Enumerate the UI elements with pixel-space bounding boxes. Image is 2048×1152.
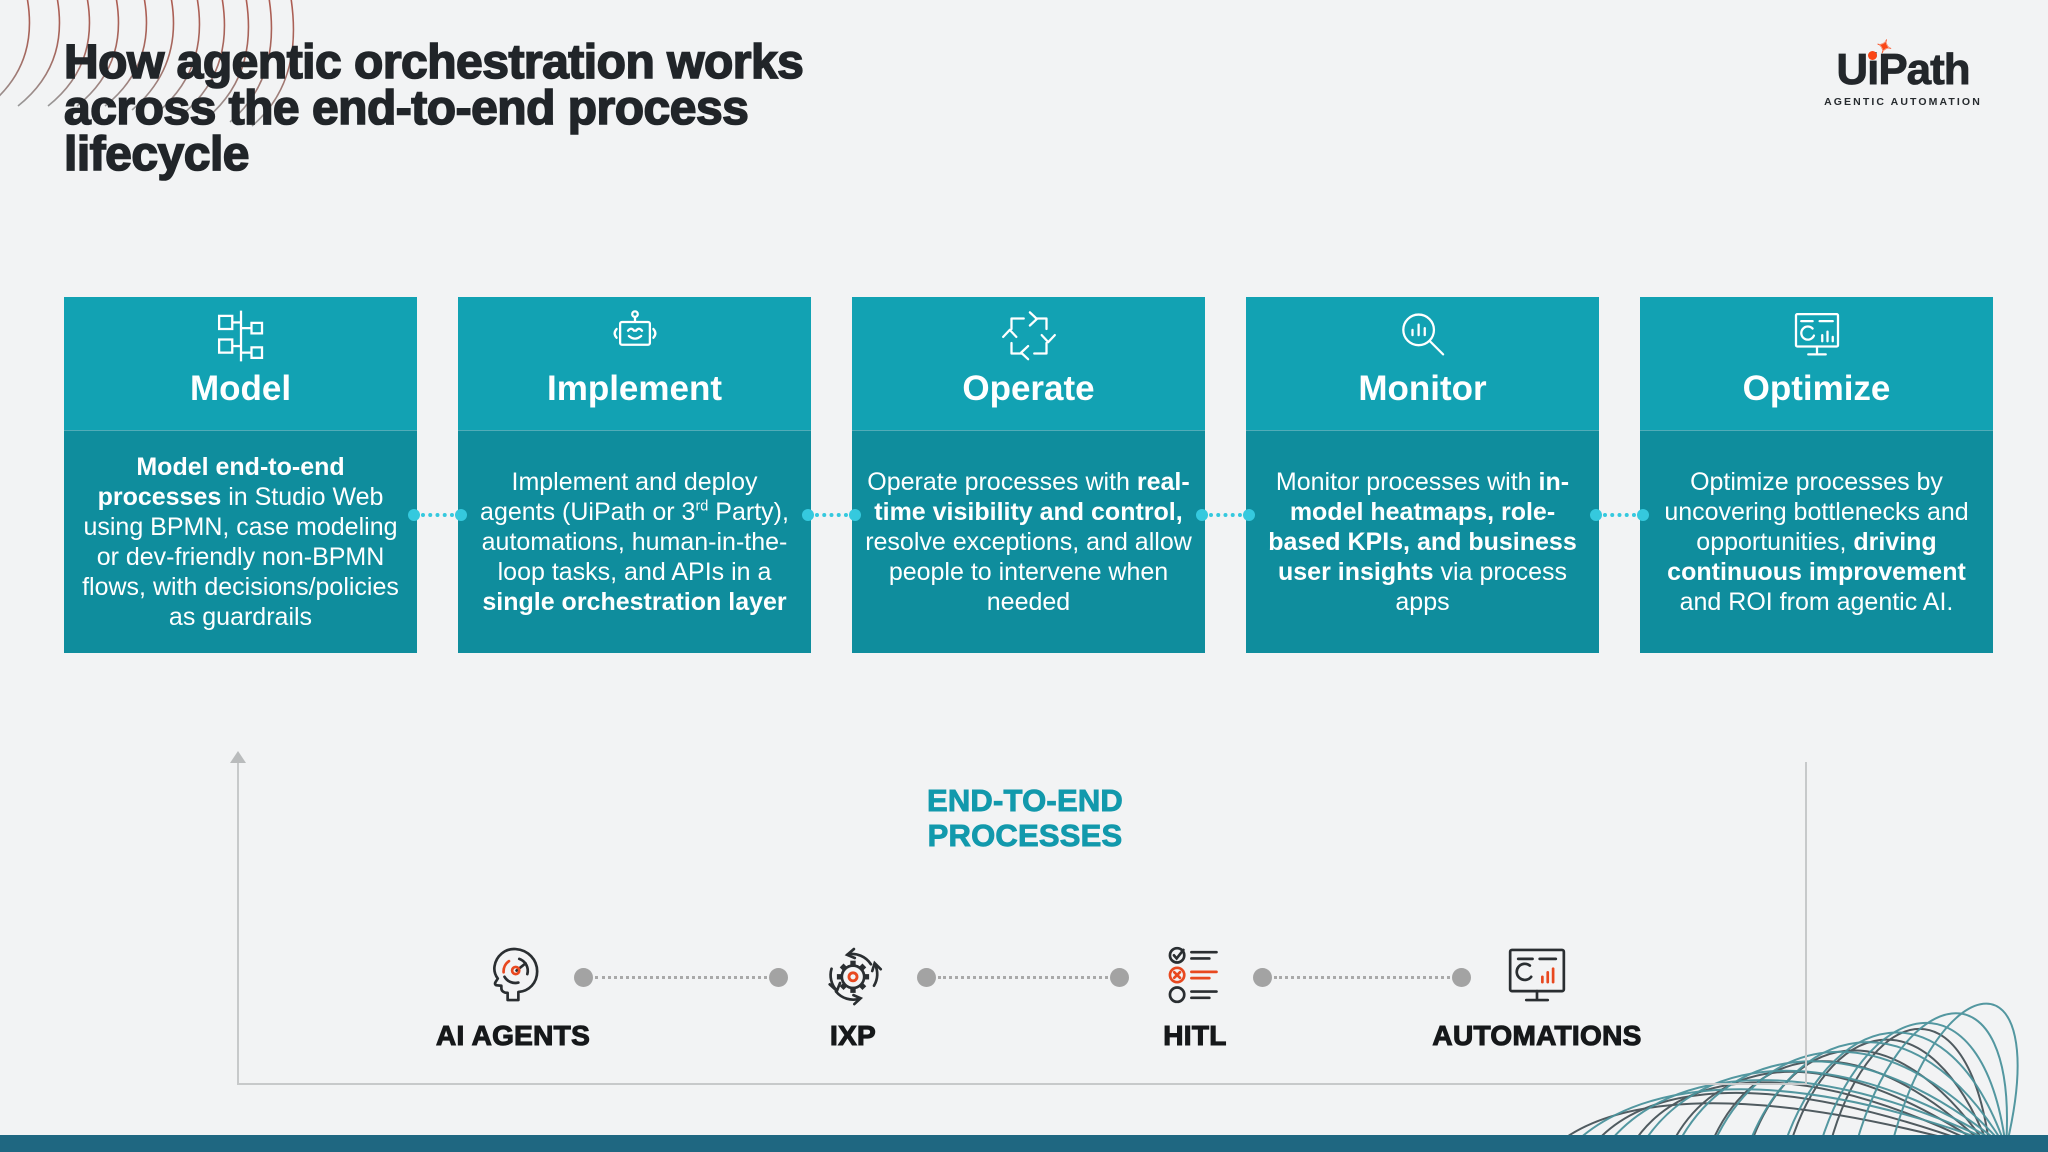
timeline-dot xyxy=(574,967,593,987)
card-header: Operate xyxy=(852,297,1205,430)
lifecycle-card: Monitor Monitor processes with in-model … xyxy=(1246,297,1599,653)
implement-icon xyxy=(607,308,663,364)
logo-letter-u: U xyxy=(1836,45,1869,94)
ai-agents-icon xyxy=(479,941,547,1009)
card-description: Operate processes with real-time visibil… xyxy=(865,468,1192,616)
lifecycle-card: Implement Implement and deploy agents (U… xyxy=(458,297,811,653)
timeline-dot xyxy=(1253,967,1272,987)
connector-dot xyxy=(802,509,814,521)
timeline-dotted-line xyxy=(938,975,1108,979)
lifecycle-card: Optimize Optimize processes by uncoverin… xyxy=(1640,297,1993,653)
card-title: Optimize xyxy=(1742,369,1891,408)
connector-dot xyxy=(1637,509,1649,521)
uipath-logo: Ui✦Path AGENTIC AUTOMATION xyxy=(1818,35,1988,108)
card-description: Implement and deploy agents (UiPath or 3… xyxy=(480,468,789,616)
card-header: Monitor xyxy=(1246,297,1599,430)
lifecycle-card: Operate Operate processes with real-time… xyxy=(852,297,1205,653)
end-to-end-heading: END-TO-END PROCESSES xyxy=(926,783,1124,854)
uipath-wordmark: Ui✦Path xyxy=(1836,35,1971,94)
card-title: Monitor xyxy=(1358,369,1487,408)
timeline-dot xyxy=(1452,967,1471,987)
lifecycle-cards: Model Model end-to-end processes in Stud… xyxy=(64,297,1993,653)
card-title: Operate xyxy=(962,369,1095,408)
axis-frame xyxy=(230,751,1807,1085)
card-body: Model end-to-end processes in Studio Web… xyxy=(64,430,417,653)
timeline-connector xyxy=(574,966,788,988)
timeline-item: HITL xyxy=(1065,941,1325,1052)
card-connector xyxy=(1196,505,1255,525)
card-connector xyxy=(408,505,467,525)
connector-dotted-line xyxy=(815,513,848,517)
page-title: How agentic orchestration works across t… xyxy=(63,36,804,181)
corner-fan-decoration xyxy=(1547,1002,2019,1152)
logo-tagline: AGENTIC AUTOMATION xyxy=(1824,96,1982,108)
card-body: Monitor processes with in-model heatmaps… xyxy=(1246,430,1599,653)
card-description: Monitor processes with in-model heatmaps… xyxy=(1268,468,1577,616)
logo-letters-path: Path xyxy=(1878,45,1971,94)
timeline-dotted-line xyxy=(595,975,767,979)
timeline-item: AI AGENTS xyxy=(383,941,643,1052)
card-body: Operate processes with real-time visibil… xyxy=(852,430,1205,653)
timeline-dotted-line xyxy=(1274,975,1450,979)
operate-icon xyxy=(1001,308,1057,364)
card-header: Optimize xyxy=(1640,297,1993,430)
card-connector xyxy=(1590,505,1649,525)
connector-dotted-line xyxy=(1209,513,1242,517)
logo-letter-i: i✦ xyxy=(1867,35,1894,94)
timeline-item: IXP xyxy=(723,941,983,1052)
card-body: Optimize processes by uncovering bottlen… xyxy=(1640,430,1993,653)
lifecycle-card: Model Model end-to-end processes in Stud… xyxy=(64,297,417,653)
connector-dot xyxy=(408,509,420,521)
connector-dotted-line xyxy=(421,513,454,517)
timeline-connector xyxy=(917,966,1129,988)
card-description: Optimize processes by uncovering bottlen… xyxy=(1664,468,1969,616)
timeline-dot xyxy=(1110,967,1129,987)
timeline-dot xyxy=(917,967,936,987)
timeline-connector xyxy=(1253,966,1471,988)
connector-dot xyxy=(849,509,861,521)
connector-dot xyxy=(1243,509,1255,521)
card-header: Model xyxy=(64,297,417,430)
timeline-label: IXP xyxy=(829,1019,877,1051)
card-body: Implement and deploy agents (UiPath or 3… xyxy=(458,430,811,653)
timeline-dot xyxy=(769,967,788,987)
card-title: Implement xyxy=(546,369,723,408)
connector-dot xyxy=(1196,509,1208,521)
timeline-label: AUTOMATIONS xyxy=(1432,1019,1642,1051)
card-connector xyxy=(802,505,861,525)
connector-dotted-line xyxy=(1603,513,1636,517)
card-header: Implement xyxy=(458,297,811,430)
connector-dot xyxy=(455,509,467,521)
model-icon xyxy=(213,308,269,364)
monitor-icon xyxy=(1395,308,1451,364)
connector-dot xyxy=(1590,509,1602,521)
corner-arcs-decoration xyxy=(0,0,295,127)
automations-icon xyxy=(1503,941,1571,1009)
timeline-label: HITL xyxy=(1163,1019,1227,1051)
timeline-item: AUTOMATIONS xyxy=(1407,941,1667,1052)
optimize-icon xyxy=(1789,308,1845,364)
hitl-icon xyxy=(1161,941,1229,1009)
card-description: Model end-to-end processes in Studio Web… xyxy=(82,453,399,631)
footer-bar xyxy=(0,1135,2048,1152)
card-title: Model xyxy=(189,369,292,408)
ixp-icon xyxy=(819,941,887,1009)
timeline-label: AI AGENTS xyxy=(435,1019,591,1051)
